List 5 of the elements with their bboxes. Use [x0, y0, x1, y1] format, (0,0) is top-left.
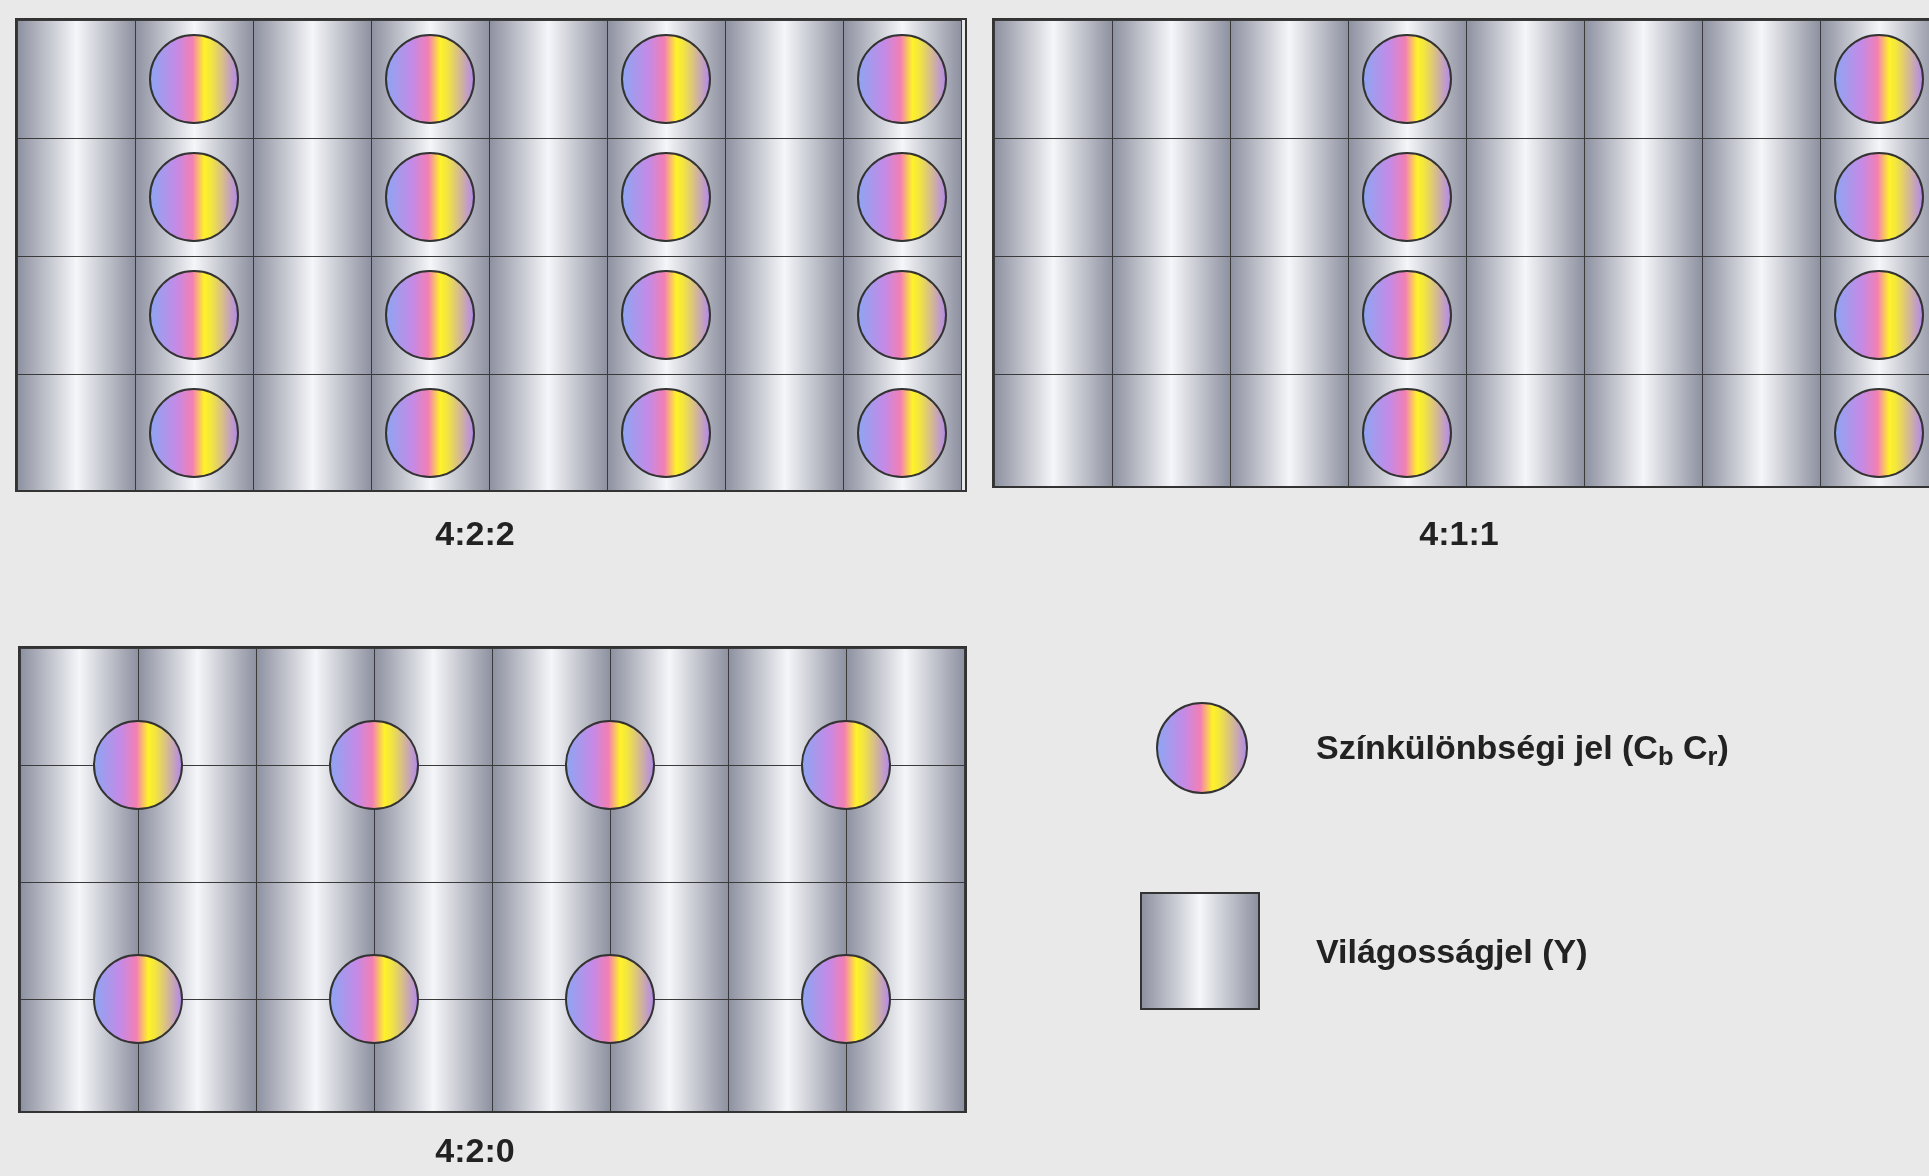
legend-text: Színkülönbségi jel (C$_{b}$ C$_{r}$) [1316, 726, 1729, 772]
format-label: 4:1:1 [1419, 512, 1499, 554]
format-label: 4:2:0 [435, 1129, 515, 1171]
legend-text: Világosságjel (Y) [1316, 930, 1588, 972]
format-label: 4:2:2 [435, 512, 515, 554]
